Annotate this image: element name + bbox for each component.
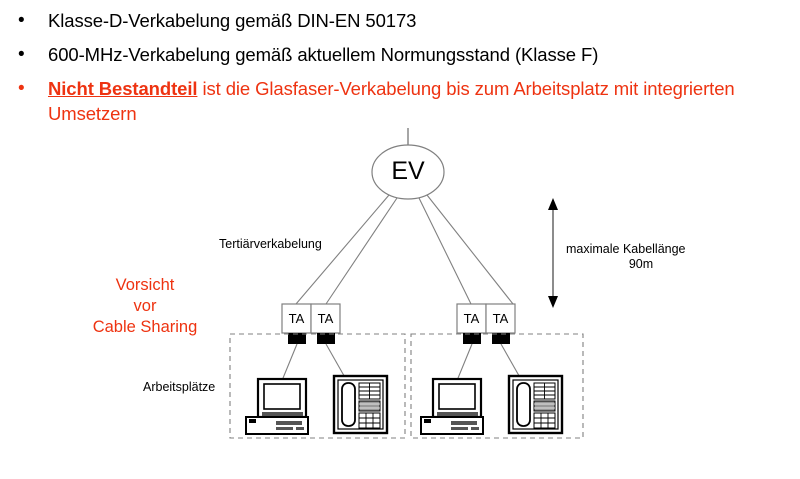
bullet-item-1: • Klasse-D-Verkabelung gemäß DIN-EN 5017… — [14, 8, 789, 33]
ev-node-ellipse — [371, 144, 445, 200]
workplace-group-left — [229, 333, 406, 439]
bullet-text-3-emphasis: Nicht Bestandteil — [48, 78, 198, 99]
bullet-list: • Klasse-D-Verkabelung gemäß DIN-EN 5017… — [14, 8, 789, 135]
cable-sharing-warning-line1: Vorsicht — [115, 276, 175, 294]
ev-node-label: EV — [391, 157, 425, 185]
workplaces-label: Arbeitsplätze — [143, 380, 216, 394]
bullet-marker-icon: • — [18, 10, 25, 31]
max-cable-length-label-line1: maximale Kabellänge — [566, 242, 686, 256]
bullet-text-2: 600-MHz-Verkabelung gemäß aktuellem Norm… — [48, 44, 599, 65]
outlet-block-2 — [317, 333, 335, 344]
drop-cable-1 — [280, 343, 298, 384]
telephone-icon-1 — [332, 374, 389, 435]
bullet-text-3-rest: ist die Glasfaser-Verkabelung bis zum Ar… — [48, 78, 735, 124]
ta-box-3 — [456, 303, 487, 334]
max-cable-length-label-line2: 90m — [628, 257, 654, 271]
ta-box-label-3: TA — [463, 311, 480, 326]
tertiary-line-4 — [426, 194, 514, 305]
outlet-block-4 — [492, 333, 510, 344]
computer-icon-2 — [420, 377, 484, 435]
outlet-block-3 — [463, 333, 481, 344]
cable-sharing-warning-line3: Cable Sharing — [92, 318, 198, 336]
drop-cable-3 — [455, 343, 473, 384]
bullet-item-2: • 600-MHz-Verkabelung gemäß aktuellem No… — [14, 42, 789, 67]
ta-box-label-1: TA — [288, 311, 305, 326]
bullet-text-1: Klasse-D-Verkabelung gemäß DIN-EN 50173 — [48, 10, 417, 31]
tertiary-cabling-label: Tertiärverkabelung — [219, 237, 322, 251]
telephone-icon-2 — [507, 374, 564, 435]
cable-sharing-warning-line2: vor — [133, 297, 157, 315]
max-cable-length-arrow — [548, 198, 558, 308]
tertiary-line-1 — [295, 194, 390, 305]
workplace-group-right — [410, 333, 584, 439]
bullet-item-3: • Nicht Bestandteil ist die Glasfaser-Ve… — [14, 76, 789, 126]
bullet-marker-icon: • — [18, 78, 25, 99]
ta-box-label-4: TA — [492, 311, 509, 326]
bullet-marker-icon: • — [18, 44, 25, 65]
bullet-text-3: Nicht Bestandteil ist die Glasfaser-Verk… — [48, 76, 789, 126]
tertiary-line-2 — [325, 197, 398, 305]
outlet-block-1 — [288, 333, 306, 344]
tertiary-line-3 — [418, 197, 472, 305]
ta-box-4 — [485, 303, 516, 334]
computer-icon-1 — [245, 377, 309, 435]
ta-box-label-2: TA — [317, 311, 334, 326]
ta-box-1 — [281, 303, 312, 334]
